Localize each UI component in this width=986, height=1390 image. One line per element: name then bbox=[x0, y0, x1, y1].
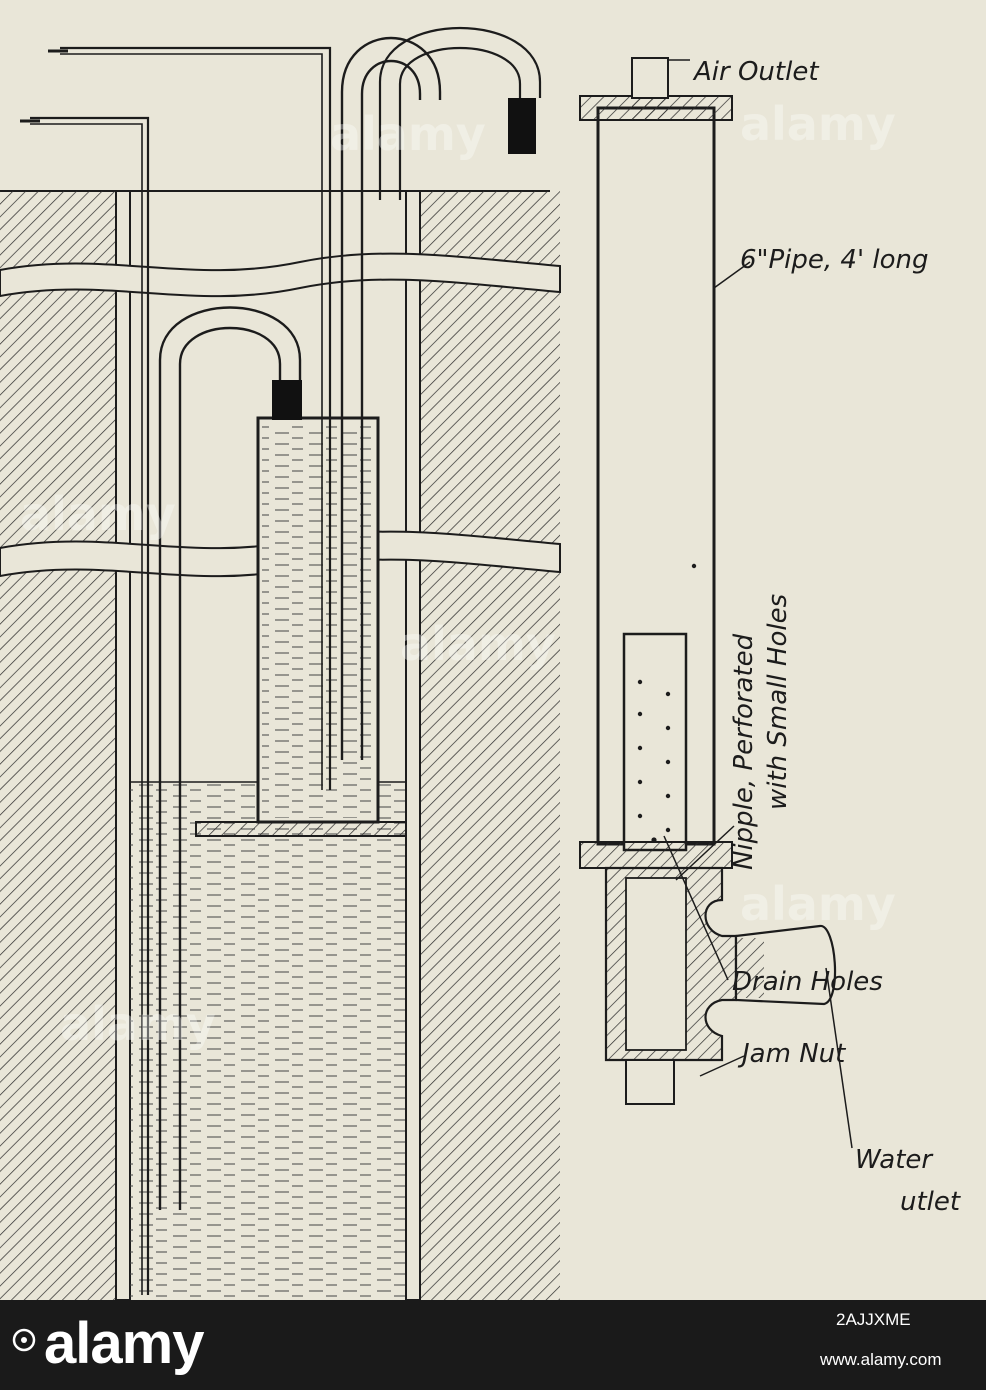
watermark-text-2: alamy bbox=[330, 107, 486, 161]
label-nipple: Nipple, Perforated with Small Holes bbox=[729, 594, 793, 870]
watermark: alamy alamy alamy alamy alamy alamy bbox=[20, 97, 896, 1051]
alamy-logo-icon bbox=[12, 1328, 36, 1352]
perforation-holes bbox=[637, 563, 697, 843]
casing-wall-left bbox=[115, 190, 131, 1300]
bottom-nipple bbox=[625, 1059, 675, 1105]
watermark-text-5: alamy bbox=[740, 877, 896, 931]
inner-tank-water bbox=[262, 426, 374, 818]
casing-wall-right bbox=[405, 190, 421, 1300]
upper-thermometer-tube-inner bbox=[60, 53, 323, 790]
upper-thermometer-tube bbox=[60, 46, 332, 790]
water-leader bbox=[825, 967, 853, 1149]
earth-left bbox=[0, 191, 116, 1300]
earth-right bbox=[420, 191, 560, 1300]
label-water-outlet: utlet bbox=[900, 1187, 961, 1217]
large-siphon-cap bbox=[508, 98, 536, 154]
watermark-text-3: alamy bbox=[20, 487, 176, 541]
watermark-text-6: alamy bbox=[60, 997, 216, 1051]
small-siphon-cap bbox=[272, 380, 302, 420]
watermark-text-4: alamy bbox=[400, 617, 556, 671]
pipe-leader bbox=[713, 261, 751, 289]
site-link[interactable]: www.alamy.com bbox=[820, 1350, 942, 1369]
small-siphon-pipe bbox=[158, 306, 302, 1210]
label-nipple-line1: Nipple, Perforated bbox=[729, 633, 759, 870]
footer-bar: alamy 2AJJXME www.alamy.com bbox=[0, 1300, 986, 1390]
label-drain-holes: Drain Holes bbox=[732, 967, 883, 997]
fitting-bore bbox=[625, 877, 687, 1051]
label-water: Water bbox=[855, 1145, 934, 1175]
label-air-outlet: Air Outlet bbox=[692, 57, 819, 87]
drain-leader bbox=[663, 835, 729, 981]
label-nipple-line2: with Small Holes bbox=[763, 594, 793, 810]
perforated-nipple bbox=[622, 632, 688, 852]
water-outlet-thread bbox=[736, 938, 764, 998]
watermark-text-1: alamy bbox=[740, 97, 896, 151]
break-line-upper bbox=[0, 252, 561, 298]
well-water bbox=[130, 782, 406, 1300]
label-jam-nut: Jam Nut bbox=[737, 1039, 846, 1069]
large-siphon-pipe bbox=[340, 36, 442, 760]
jam-nut-leader bbox=[699, 1055, 745, 1077]
top-cap-thread bbox=[632, 96, 668, 120]
bottom-cap bbox=[579, 841, 733, 869]
well-diagram: Air Outlet 6"Pipe, 4' long Nipple, Perfo… bbox=[0, 26, 961, 1300]
left-thermometer-tube bbox=[30, 116, 150, 1295]
float-plate bbox=[195, 821, 407, 837]
large-siphon-outer bbox=[378, 26, 542, 200]
left-thermometer-tube-inner bbox=[30, 123, 143, 1295]
nipple-leader bbox=[675, 825, 735, 881]
image-id: 2AJJXME bbox=[836, 1310, 911, 1329]
air-outlet-nipple bbox=[631, 57, 669, 99]
brand-logo[interactable]: alamy bbox=[44, 1311, 204, 1376]
label-pipe: 6"Pipe, 4' long bbox=[740, 245, 929, 275]
